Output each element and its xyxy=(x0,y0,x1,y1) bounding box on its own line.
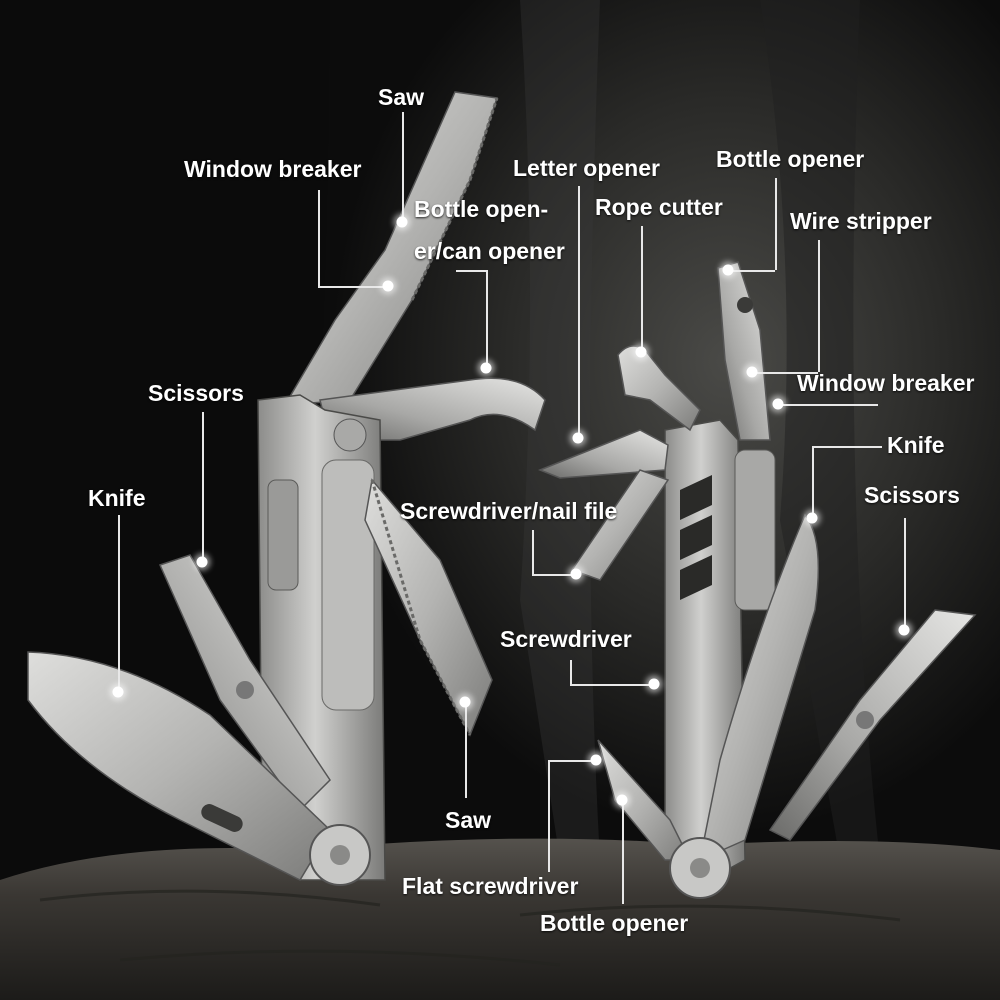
label-bottle-opener-bottom: Bottle opener xyxy=(540,910,689,936)
leader-line-wire-stripper xyxy=(818,240,820,372)
label-rope-cutter: Rope cutter xyxy=(595,194,723,220)
leader-line-saw-bottom xyxy=(465,702,467,798)
leader-line-wire-stripper-h xyxy=(752,372,818,374)
leader-line-bottle-opener-top xyxy=(775,178,777,270)
label-saw-top: Saw xyxy=(378,84,425,110)
callout-dot-wire-stripper xyxy=(746,366,758,378)
callout-dot-saw-bottom xyxy=(459,696,471,708)
label-scissors-right: Scissors xyxy=(864,482,960,508)
leader-line-letter-opener xyxy=(578,186,580,438)
label-wire-stripper: Wire stripper xyxy=(790,208,932,234)
label-bottle-opener-top: Bottle opener xyxy=(716,146,865,172)
leader-line-screwdriver-nail-file-h xyxy=(532,574,576,576)
callout-dot-knife-right xyxy=(806,512,818,524)
leader-line-screwdriver-nail-file xyxy=(532,530,534,574)
label-saw-bottom: Saw xyxy=(445,807,492,833)
leader-line-saw-top xyxy=(402,112,404,222)
leader-line-bottle-opener-top-h xyxy=(728,270,775,272)
leader-line-scissors-left xyxy=(202,412,204,562)
callout-dot-saw-top xyxy=(396,216,408,228)
leader-line-knife-right xyxy=(812,446,814,518)
callout-dot-screwdriver xyxy=(648,678,660,690)
callout-dot-window-breaker-right xyxy=(772,398,784,410)
leader-line-bottle-opener-bottom xyxy=(622,800,624,904)
leader-line-window-breaker-left xyxy=(318,190,320,286)
label-bottle-can-opener-line1: Bottle open- xyxy=(414,196,549,222)
leader-line-bottle-can-opener-h xyxy=(456,270,486,272)
label-window-breaker-right: Window breaker xyxy=(797,370,975,396)
leader-line-screwdriver xyxy=(570,660,572,684)
leader-line-flat-screwdriver xyxy=(548,760,550,872)
label-knife-right: Knife xyxy=(887,432,945,458)
leader-line-scissors-right xyxy=(904,518,906,630)
label-bottle-can-opener-line2: er/can opener xyxy=(414,238,565,264)
callout-dot-bottle-can-opener xyxy=(480,362,492,374)
label-window-breaker-left: Window breaker xyxy=(184,156,362,182)
label-letter-opener: Letter opener xyxy=(513,155,660,181)
callout-dot-bottle-opener-top xyxy=(722,264,734,276)
callout-dot-window-breaker-left xyxy=(382,280,394,292)
label-knife-left: Knife xyxy=(88,485,146,511)
leader-line-knife-left xyxy=(118,515,120,691)
label-flat-screwdriver: Flat screwdriver xyxy=(402,873,579,899)
callout-dot-bottle-opener-bottom xyxy=(616,794,628,806)
callout-dot-scissors-right xyxy=(898,624,910,636)
leader-line-bottle-can-opener xyxy=(486,270,488,368)
callout-dot-rope-cutter xyxy=(635,346,647,358)
leader-line-flat-screwdriver-h xyxy=(548,760,596,762)
callout-dot-scissors-left xyxy=(196,556,208,568)
label-scissors-left: Scissors xyxy=(148,380,244,406)
leader-line-knife-right-h xyxy=(812,446,882,448)
callout-dot-letter-opener xyxy=(572,432,584,444)
label-screwdriver: Screwdriver xyxy=(500,626,632,652)
callout-dot-knife-left xyxy=(112,686,124,698)
leader-line-window-breaker-right xyxy=(778,404,878,406)
leader-line-screwdriver-h xyxy=(570,684,654,686)
leader-line-rope-cutter xyxy=(641,226,643,352)
callout-dot-flat-screwdriver xyxy=(590,754,602,766)
label-screwdriver-nail-file: Screwdriver/nail file xyxy=(400,498,618,524)
callout-dot-screwdriver-nail-file xyxy=(570,568,582,580)
leader-line-window-breaker-left-h xyxy=(318,286,388,288)
